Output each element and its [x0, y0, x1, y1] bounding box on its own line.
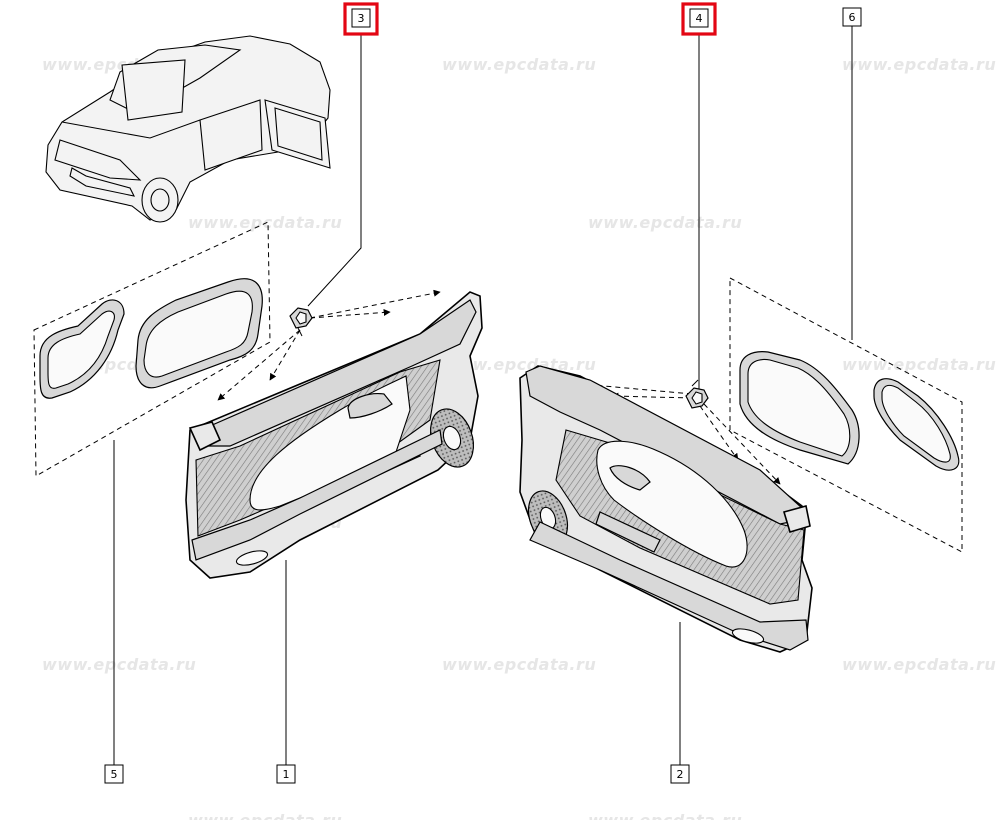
- watermark-text: www.epcdata.ru: [588, 213, 742, 232]
- callout-6[interactable]: 6: [842, 7, 862, 27]
- assembly-arrows: [217, 289, 781, 485]
- left-door-trim-panel-icon: [185, 291, 483, 579]
- callout-label: 4: [696, 12, 703, 25]
- callout-2[interactable]: 2: [670, 764, 690, 784]
- callout-4[interactable]: 4: [681, 2, 717, 36]
- watermark-text: www.epcdata.ru: [442, 55, 596, 74]
- right-door-trim-panel-icon: [519, 365, 813, 653]
- callout-label: 1: [283, 768, 290, 781]
- callout-3[interactable]: 3: [343, 2, 379, 36]
- right-door-seal-film-icon: [729, 277, 963, 553]
- watermark-text: www.epcdata.ru: [842, 55, 996, 74]
- trim-clip-icon: [685, 379, 709, 409]
- watermark-text: www.epcdata.ru: [442, 655, 596, 674]
- left-door-seal-film-icon: [33, 221, 271, 477]
- watermark-text: www.epcdata.ru: [188, 811, 342, 820]
- callout-5[interactable]: 5: [104, 764, 124, 784]
- leader-lines: [113, 26, 853, 765]
- watermark-text: www.epcdata.ru: [442, 355, 596, 374]
- callout-label: 6: [849, 11, 856, 24]
- callout-label: 3: [358, 12, 365, 25]
- callout-label: 2: [677, 768, 684, 781]
- watermark-text: www.epcdata.ru: [42, 655, 196, 674]
- car-locator-icon: [45, 35, 331, 223]
- watermark-text: www.epcdata.ru: [842, 655, 996, 674]
- watermark-text: www.epcdata.ru: [188, 213, 342, 232]
- watermark-text: www.epcdata.ru: [588, 811, 742, 820]
- trim-clip-icon: [289, 307, 313, 337]
- watermark-text: www.epcdata.ru: [842, 355, 996, 374]
- callout-1[interactable]: 1: [276, 764, 296, 784]
- callout-label: 5: [111, 768, 118, 781]
